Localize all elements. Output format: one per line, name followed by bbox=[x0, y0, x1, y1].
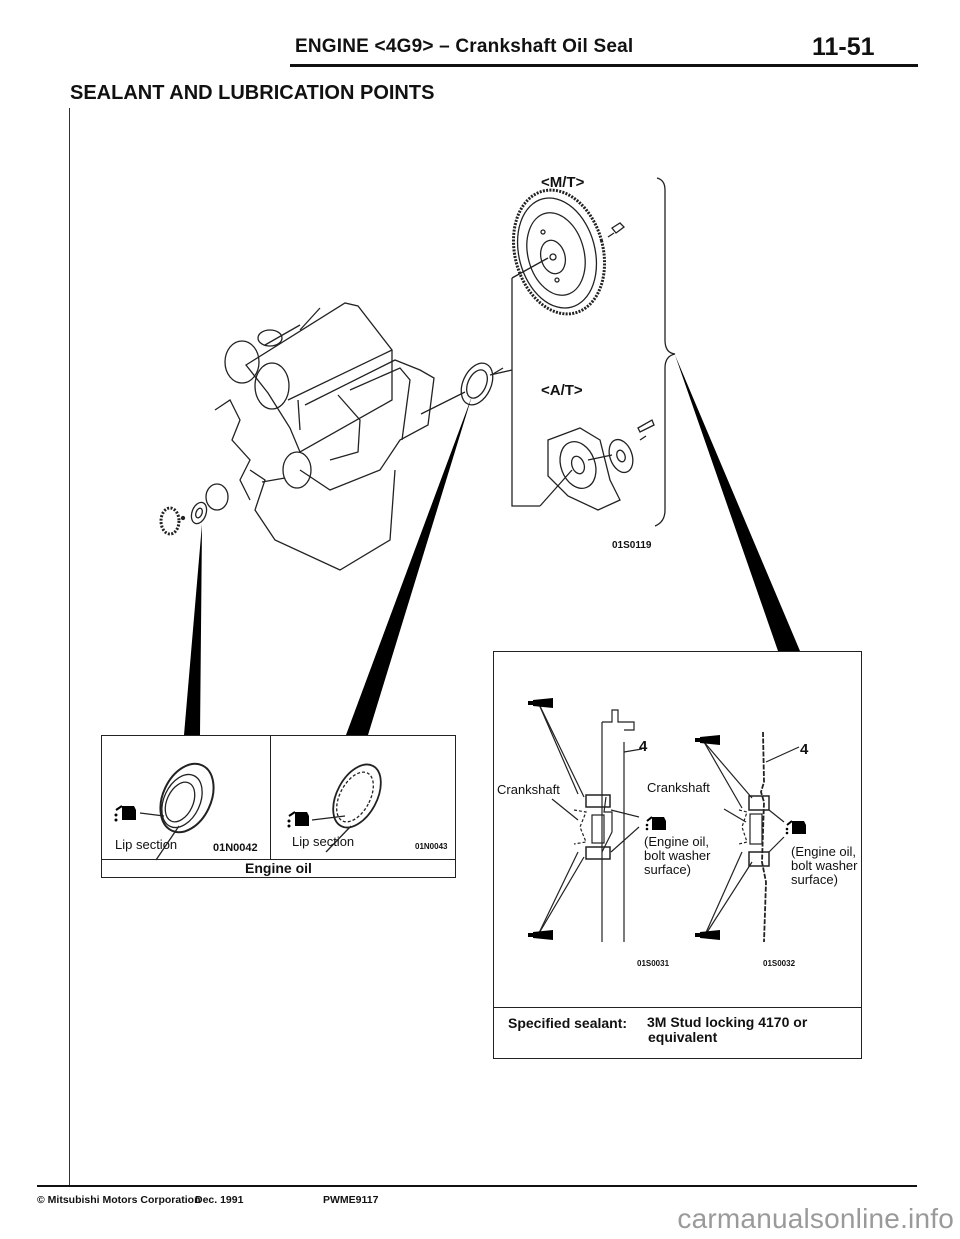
oil-can-icon bbox=[785, 820, 806, 835]
figure-code-main: 01S0119 bbox=[612, 540, 652, 551]
figure-code-01N0042: 01N0042 bbox=[213, 842, 258, 854]
figure-code-01S0032: 01S0032 bbox=[763, 959, 796, 968]
sealant-tube-icon bbox=[695, 930, 720, 940]
sealant-box: 4 Crankshaft (Engine oil, bolt washer su… bbox=[493, 651, 862, 1059]
oil-note-2-line1: (Engine oil, bbox=[791, 844, 857, 859]
footer-rule bbox=[37, 1185, 917, 1187]
oil-note-2: (Engine oil, bolt washer surface) bbox=[791, 845, 857, 887]
sealant-caption-value-line1: 3M Stud locking 4170 or bbox=[647, 1014, 808, 1030]
sealant-caption-label: Specified sealant: bbox=[508, 1015, 628, 1031]
oil-can-icon bbox=[114, 805, 136, 822]
footer-doc-code: PWME9117 bbox=[323, 1194, 379, 1206]
sealant-caption-value-line2: equivalent bbox=[648, 1029, 718, 1045]
lip-section-label-2: Lip section bbox=[292, 834, 355, 849]
sealant-tube-icon bbox=[528, 930, 553, 940]
oil-note-2-line3: surface) bbox=[791, 872, 838, 887]
engine-oil-caption: Engine oil bbox=[245, 860, 312, 876]
sealant-tube-icon bbox=[695, 735, 720, 745]
figure-code-01N0043: 01N0043 bbox=[415, 842, 448, 851]
panel-divider bbox=[270, 736, 271, 860]
figure-code-01S0031: 01S0031 bbox=[637, 959, 670, 968]
lip-section-label-1: Lip section bbox=[115, 837, 178, 852]
oil-seal-lip-drawing-2 bbox=[311, 763, 382, 853]
page-number: 11-51 bbox=[812, 33, 875, 61]
flywheel-bolt-diagram-1 bbox=[537, 701, 643, 942]
left-margin-bar bbox=[69, 108, 70, 1186]
footer-date: Dec. 1991 bbox=[195, 1194, 244, 1206]
oil-note-1-line1: (Engine oil, bbox=[644, 834, 710, 849]
crankshaft-label-2: Crankshaft bbox=[647, 780, 710, 795]
oil-note-1-line3: surface) bbox=[644, 862, 691, 877]
sealant-tube-icon bbox=[528, 698, 553, 708]
oil-note-1-line2: bolt washer bbox=[644, 848, 711, 863]
driveplate-bolt-diagram-2 bbox=[703, 731, 800, 943]
oil-seal-lip-drawing-1 bbox=[139, 762, 215, 861]
part-number-4-a: 4 bbox=[639, 738, 648, 755]
oil-can-icon bbox=[645, 816, 666, 831]
watermark: carmanualsonline.info bbox=[677, 1203, 954, 1234]
caption-divider bbox=[102, 859, 455, 860]
section-title: SEALANT AND LUBRICATION POINTS bbox=[70, 82, 435, 104]
oil-can-icon bbox=[287, 811, 309, 828]
oil-note-1: (Engine oil, bolt washer surface) bbox=[644, 835, 710, 877]
header-rule bbox=[290, 64, 918, 67]
mt-label: <M/T> bbox=[541, 174, 585, 191]
sealant-caption-value: 3M Stud locking 4170 or equivalent bbox=[647, 1015, 807, 1045]
footer-copyright: © Mitsubishi Motors Corporation bbox=[37, 1194, 201, 1206]
at-label: <A/T> bbox=[541, 382, 583, 399]
part-number-4-b: 4 bbox=[800, 741, 809, 758]
oil-note-2-line2: bolt washer bbox=[791, 858, 858, 873]
page-header-title: ENGINE <4G9> – Crankshaft Oil Seal bbox=[295, 36, 634, 57]
caption-divider bbox=[494, 1007, 861, 1008]
crankshaft-label-1: Crankshaft bbox=[497, 782, 560, 797]
engine-oil-box: Lip section 01N0042 Lip section 01N0043 … bbox=[101, 735, 456, 878]
